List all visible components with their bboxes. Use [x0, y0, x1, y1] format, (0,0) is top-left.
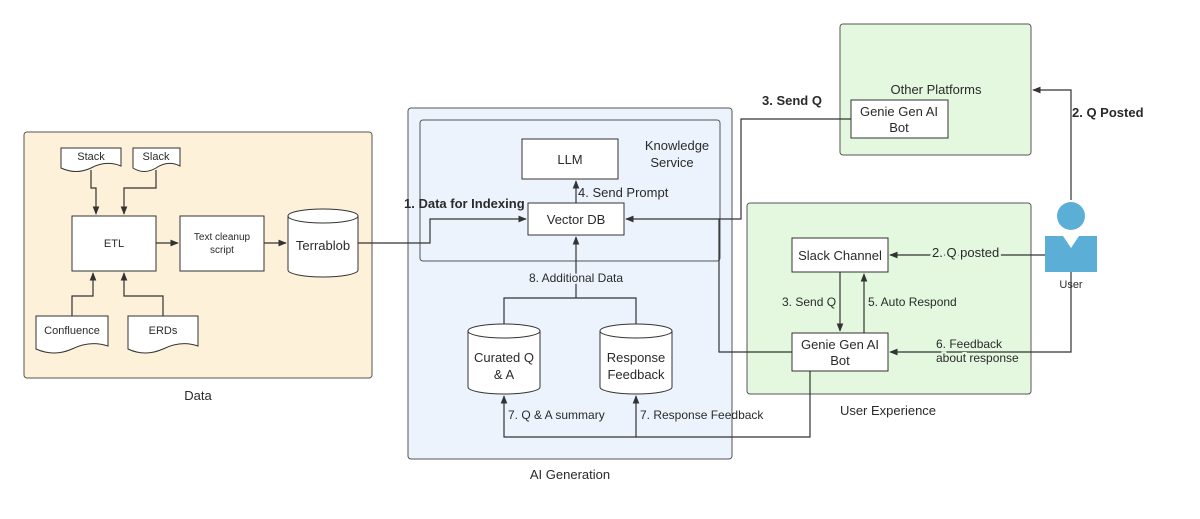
response-feedback-node [599, 331, 673, 395]
genie-bot-other-label-2: Bot [889, 120, 909, 135]
user-experience-label: User Experience [840, 403, 936, 418]
data-for-indexing-label: 1. Data for Indexing [404, 196, 525, 211]
terrablob-label: Terrablob [296, 238, 350, 253]
curated-qa-node [467, 331, 541, 395]
text-cleanup-label-2: script [210, 245, 234, 256]
erds-to-etl-edge [120, 272, 164, 316]
text-cleanup-node [179, 215, 265, 272]
curated-qa-label-1: Curated Q [474, 350, 534, 365]
terrablob-top [287, 208, 359, 224]
stack-to-etl-edge [90, 170, 100, 215]
response-feedback-top [599, 323, 673, 339]
slack-label: Slack [143, 151, 170, 163]
send-prompt-label: 4. Send Prompt [578, 185, 669, 200]
additional-data-label: 8. Additional Data [529, 271, 623, 285]
curated-qa-to-vector-edge [503, 297, 637, 324]
curated-qa-top [467, 323, 541, 339]
user-icon [1045, 202, 1097, 272]
genie-bot-other-node [850, 99, 949, 139]
terrablob-node [287, 216, 359, 278]
q-posted-top-label: 2. Q Posted [1072, 105, 1144, 120]
stack-label: Stack [77, 151, 105, 163]
genie-bot-ux-label-2: Bot [830, 353, 850, 368]
q-posted-label: 2. Q posted [932, 245, 999, 260]
response-feedback-label-1: Response [607, 350, 666, 365]
vector-db-node [527, 202, 625, 236]
llm-node [521, 138, 619, 180]
other-platforms-label: Other Platforms [890, 82, 982, 97]
send-q-label: 3. Send Q [782, 295, 836, 309]
confluence-to-etl-edge [71, 272, 97, 316]
ai-generation-label: AI Generation [530, 467, 610, 482]
qa-summary-label: 7. Q & A summary [508, 408, 605, 422]
bot-to-vector-edge [625, 215, 792, 353]
slack-channel-node [791, 237, 889, 273]
slack-to-etl-edge [120, 170, 157, 215]
etl-label: ETL [104, 238, 124, 250]
text-cleanup-label-1: Text cleanup [194, 232, 251, 243]
knowledge-service-container [419, 119, 721, 262]
data-for-indexing-edge [358, 215, 527, 244]
response-feedback-label-2: Feedback [607, 367, 665, 382]
knowledge-service-label-1: Knowledge [645, 138, 709, 153]
send-q-top-label: 3. Send Q [762, 93, 822, 108]
llm-label: LLM [557, 152, 582, 167]
genie-bot-ux-label-1: Genie Gen AI [801, 337, 879, 352]
erds-node [127, 315, 199, 354]
feedback-label-1: 6. Feedback [936, 337, 1003, 351]
slack-channel-label: Slack Channel [798, 248, 882, 263]
confluence-node [35, 315, 109, 354]
q-posted-top-edge [1032, 86, 1072, 200]
feedback-label-2: about response [936, 351, 1019, 365]
erds-label: ERDs [149, 325, 178, 337]
slack-node [132, 147, 181, 172]
genie-bot-ux-node [791, 332, 889, 372]
bot-to-storage-edge [632, 371, 811, 438]
feedback-edge [889, 272, 1072, 356]
send-q-top-edge [719, 118, 851, 220]
response-feedback-edge-label: 7. Response Feedback [640, 408, 764, 422]
stack-node [60, 147, 122, 172]
confluence-label: Confluence [44, 325, 100, 337]
vector-db-label: Vector DB [547, 212, 606, 227]
genie-bot-other-label-1: Genie Gen AI [860, 104, 938, 119]
curated-qa-label-2: & A [494, 367, 515, 382]
knowledge-service-label-2: Service [650, 155, 693, 170]
auto-respond-label: 5. Auto Respond [868, 295, 957, 309]
qa-summary-edge [500, 395, 636, 438]
data-container-label: Data [184, 388, 212, 403]
